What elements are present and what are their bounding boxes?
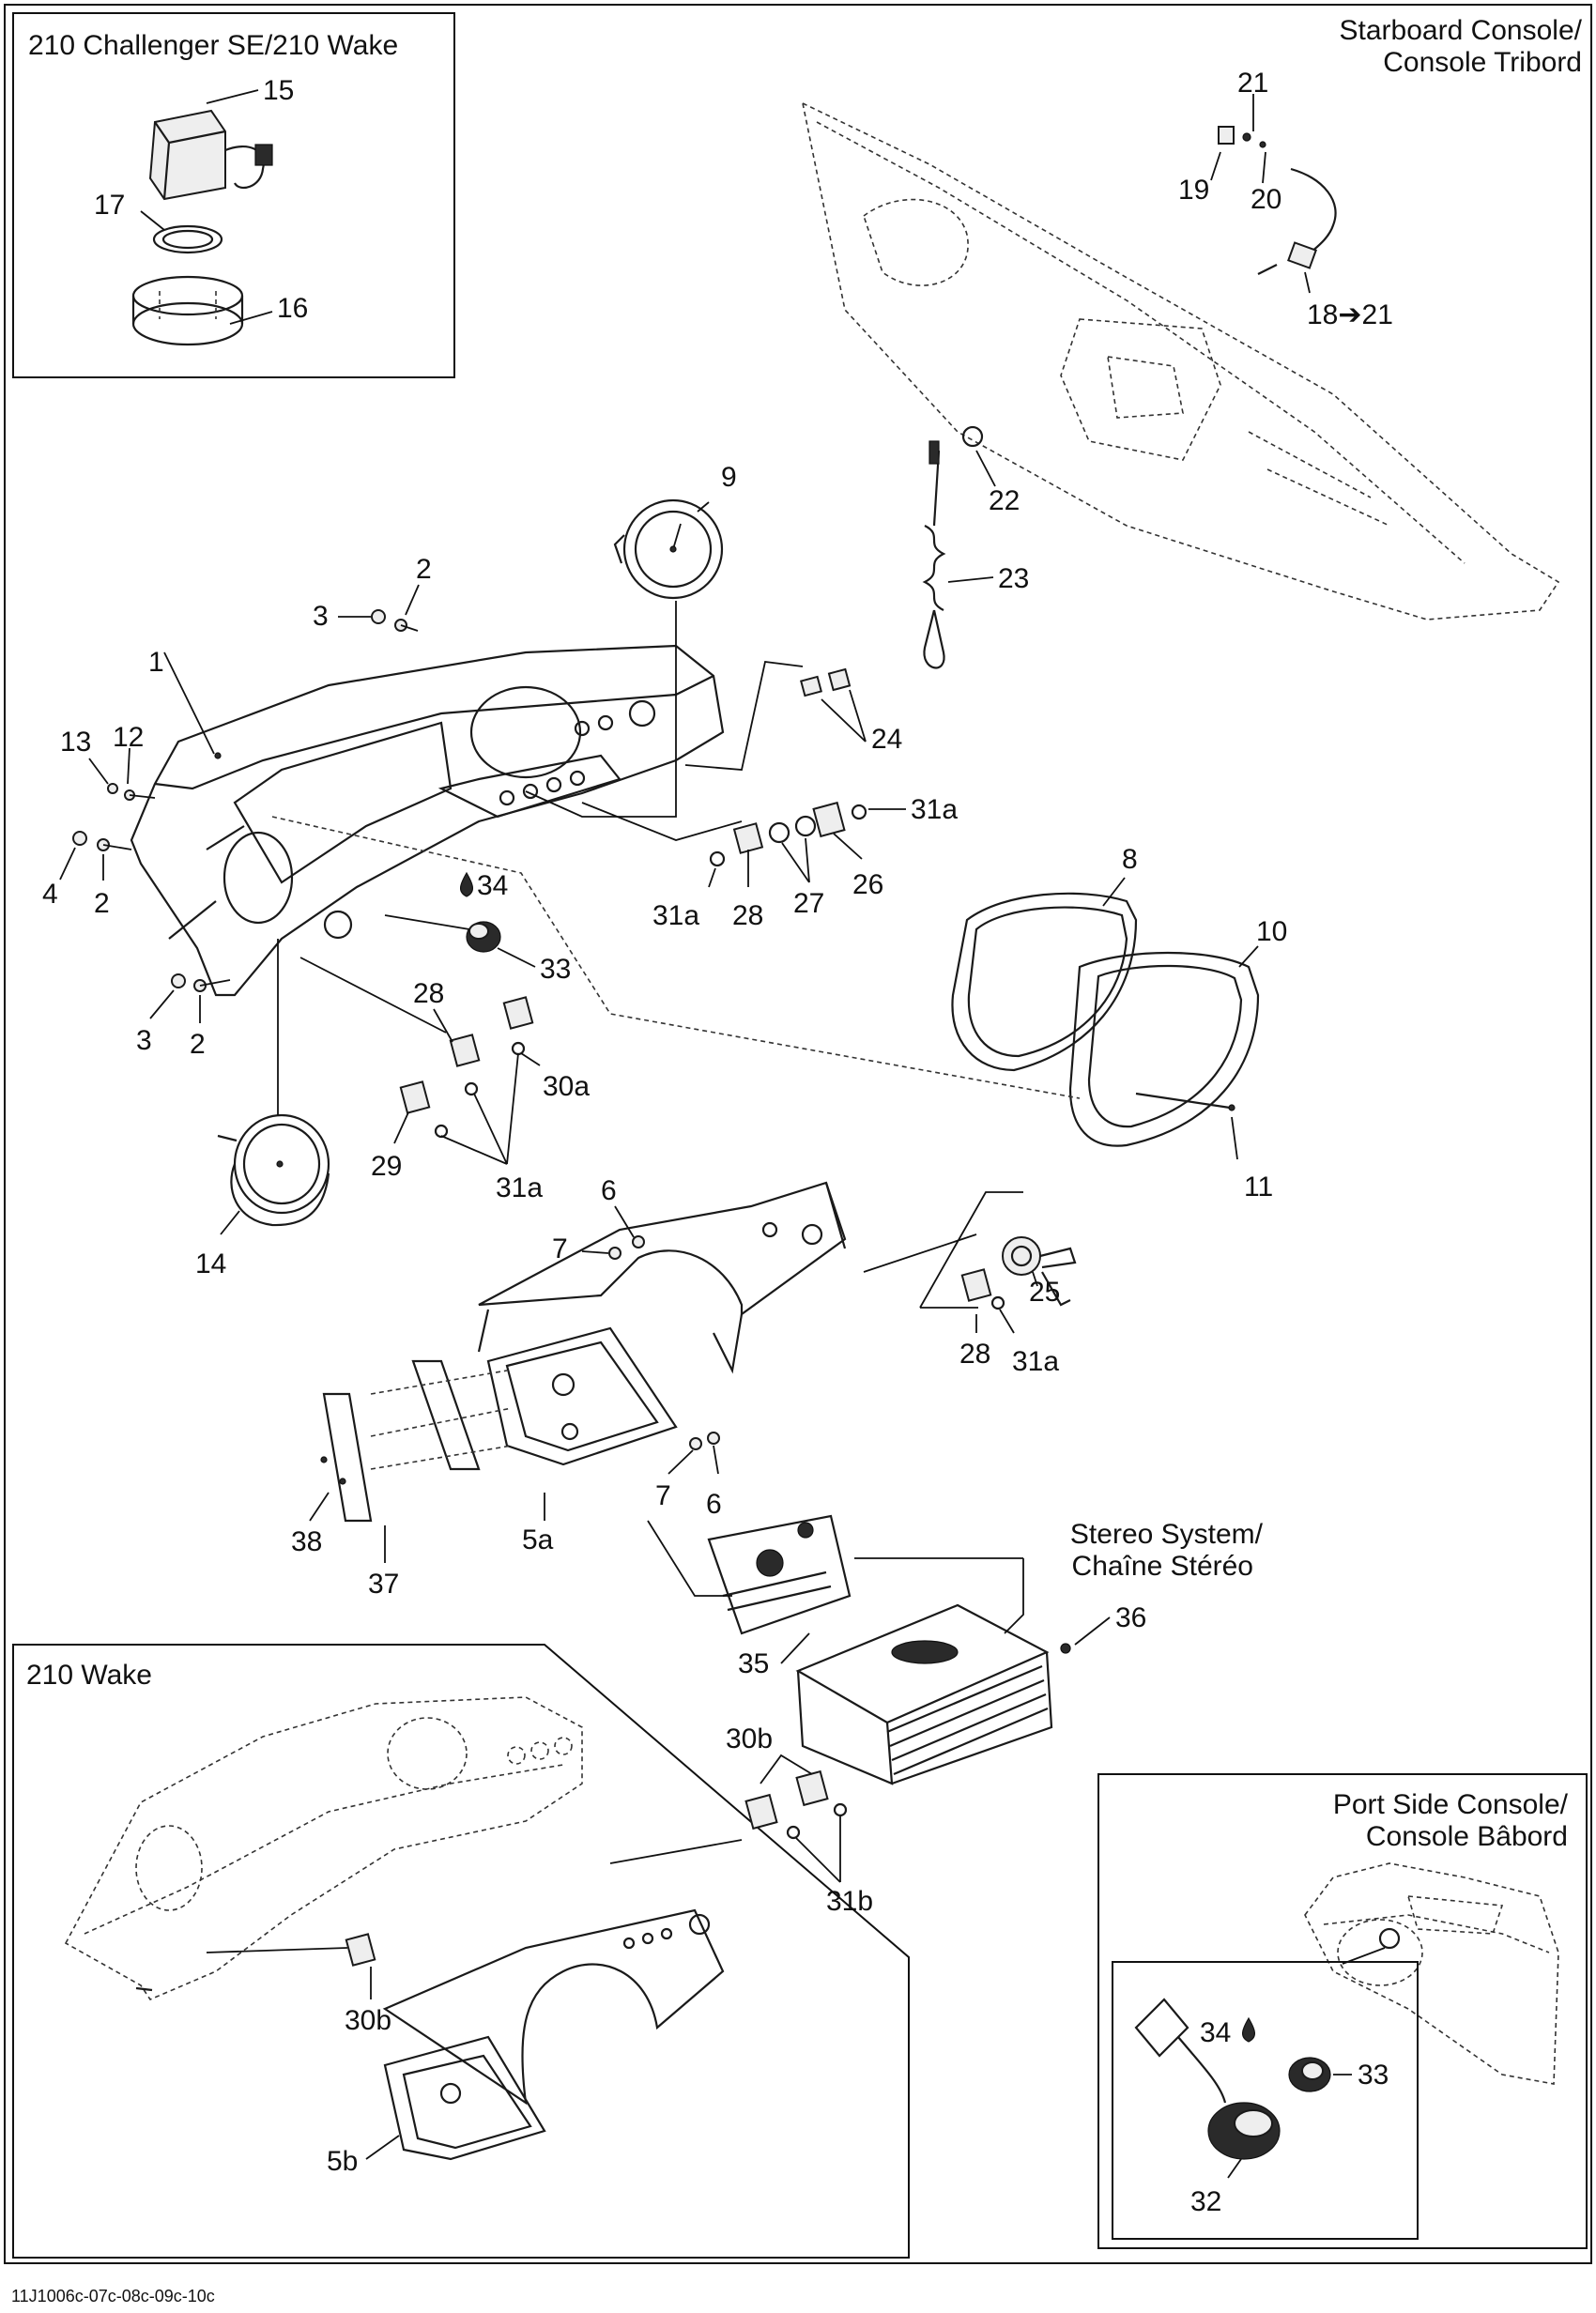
wake-dash-panel xyxy=(64,1696,583,2000)
wake-lower-panel-5b xyxy=(382,1908,725,2161)
callout-1: 1 xyxy=(148,647,164,678)
dash-panel xyxy=(130,644,725,997)
callout-31a-upper-right: 31a xyxy=(911,794,958,825)
callout-27: 27 xyxy=(793,888,824,919)
callout-6-low: 6 xyxy=(706,1489,722,1520)
callout-25: 25 xyxy=(1029,1277,1060,1308)
callout-9: 9 xyxy=(721,462,737,493)
callout-11: 11 xyxy=(1244,1172,1273,1202)
instrument-cluster xyxy=(951,892,1260,1147)
callout-8: 8 xyxy=(1122,844,1138,875)
callout-23: 23 xyxy=(998,563,1029,594)
switch-cluster-upper xyxy=(709,801,867,867)
wake-switches xyxy=(345,1769,848,1967)
callout-13: 13 xyxy=(60,727,91,758)
inset-title-challenger: 210 Challenger SE/210 Wake xyxy=(28,30,398,61)
callout-5a: 5a xyxy=(522,1524,554,1555)
callout-35: 35 xyxy=(738,1648,769,1679)
callout-21: 21 xyxy=(1237,68,1268,99)
callout-20: 20 xyxy=(1251,184,1281,215)
callout-32: 32 xyxy=(1190,2186,1221,2217)
inset-title-starboard-1: Starboard Console/ xyxy=(1340,15,1583,46)
panel-brackets xyxy=(320,1359,513,1523)
callout-34-main: 34 xyxy=(477,870,508,901)
starboard-console xyxy=(801,101,1560,620)
callout-5b: 5b xyxy=(327,2146,358,2177)
callout-33-main: 33 xyxy=(540,954,571,985)
callout-12: 12 xyxy=(113,722,144,753)
port-detail-box xyxy=(1112,1961,1419,2240)
callout-7-low: 7 xyxy=(655,1480,671,1511)
callout-3-top: 3 xyxy=(313,601,329,632)
fasteners-left xyxy=(72,609,419,992)
inset-box-port xyxy=(1097,1773,1588,2249)
callout-26: 26 xyxy=(852,869,883,900)
callout-31a-upper-left: 31a xyxy=(652,900,699,931)
callout-17: 17 xyxy=(94,190,125,221)
callout-30a: 30a xyxy=(543,1071,590,1102)
callout-2-top: 2 xyxy=(416,554,432,585)
inset-box-challenger xyxy=(12,12,455,378)
stereo-amplifier xyxy=(795,1603,1053,1785)
callout-4: 4 xyxy=(42,879,58,910)
callout-29: 29 xyxy=(371,1151,402,1182)
inset-title-port-2: Console Bâbord xyxy=(1366,1821,1568,1852)
callout-7-top: 7 xyxy=(552,1233,568,1264)
callout-31b: 31b xyxy=(826,1886,873,1917)
usb-cable-assembly xyxy=(1134,1998,1331,2160)
callout-6-top: 6 xyxy=(601,1175,617,1206)
switch-cluster-lower xyxy=(399,996,534,1139)
inset-title-wake: 210 Wake xyxy=(26,1660,152,1691)
callout-31a-lower: 31a xyxy=(496,1172,543,1203)
outer-frame xyxy=(4,4,1592,2264)
callout-33-port: 33 xyxy=(1358,2060,1389,2091)
indicator-lights xyxy=(800,667,852,697)
callout-3-low: 3 xyxy=(136,1025,152,1056)
accessory-socket xyxy=(466,921,501,953)
callout-14: 14 xyxy=(195,1248,226,1279)
callout-28-key: 28 xyxy=(959,1339,990,1370)
callout-36: 36 xyxy=(1115,1602,1146,1633)
callout-16: 16 xyxy=(277,293,308,324)
lanyard-cutoff xyxy=(922,425,984,669)
callout-2-low: 2 xyxy=(190,1029,206,1060)
ignition-switch xyxy=(960,1236,1077,1310)
port-console xyxy=(1304,1862,1559,2085)
stereo-title-2: Chaîne Stéréo xyxy=(1072,1551,1253,1582)
tilt-trim-switch-assembly xyxy=(1218,126,1337,275)
stereo-title-1: Stereo System/ xyxy=(1070,1519,1264,1550)
speedometer-gauge xyxy=(217,1113,330,1227)
tachometer-gauge xyxy=(613,498,724,600)
callout-38: 38 xyxy=(291,1526,322,1557)
callout-37: 37 xyxy=(368,1569,399,1600)
callout-2-mid: 2 xyxy=(94,888,110,919)
callout-22: 22 xyxy=(989,485,1020,516)
callout-28-lower: 28 xyxy=(413,978,444,1009)
speaker-assembly xyxy=(131,109,273,346)
inset-box-wake xyxy=(12,1644,910,2259)
inset-title-starboard-2: Console Tribord xyxy=(1383,47,1582,78)
stereo-head-unit xyxy=(707,1514,852,1635)
callout-15: 15 xyxy=(263,75,294,106)
callout-10: 10 xyxy=(1256,916,1287,947)
inset-title-port-1: Port Side Console/ xyxy=(1333,1789,1569,1820)
callout-34-port: 34 xyxy=(1200,2017,1231,2048)
callout-19: 19 xyxy=(1178,175,1209,206)
callout-30b-right: 30b xyxy=(726,1723,773,1754)
lower-panel-5a xyxy=(477,1181,847,1466)
figure-reference-code: 11J1006c-07c-08c-09c-10c xyxy=(11,2287,215,2305)
callout-30b-left: 30b xyxy=(345,2005,391,2036)
callout-18-21: 18➔21 xyxy=(1307,299,1393,330)
callout-31a-key: 31a xyxy=(1012,1346,1059,1377)
callout-24: 24 xyxy=(871,724,902,755)
callout-28-upper: 28 xyxy=(732,900,763,931)
